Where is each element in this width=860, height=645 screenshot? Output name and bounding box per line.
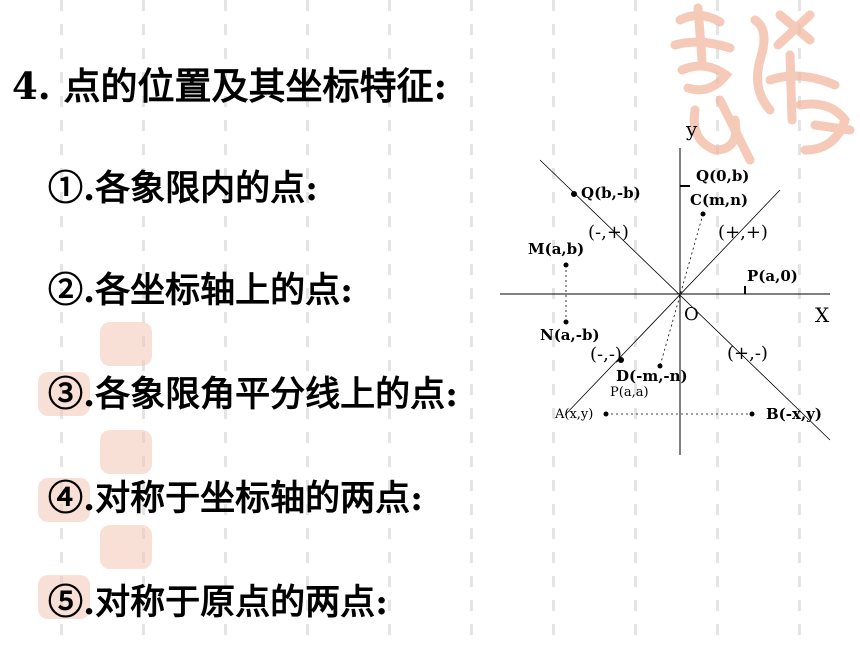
x-axis-label: X	[815, 303, 830, 327]
list-item: ②.各坐标轴上的点:	[48, 270, 354, 311]
label-b: B(-x,y)	[766, 405, 822, 423]
point-n	[563, 319, 569, 325]
list-item: ⑤.对称于原点的两点:	[48, 582, 389, 623]
point-m	[563, 262, 569, 268]
quadrant-3-label: (-,-)	[590, 344, 622, 365]
decorative-seal-mark	[38, 575, 90, 619]
list-item: ④.对称于坐标轴的两点:	[48, 478, 424, 519]
label-p0: P(a,0)	[747, 267, 798, 285]
decorative-seal-mark	[100, 322, 152, 366]
list-item: ①.各象限内的点:	[48, 168, 319, 209]
decorative-seal-mark	[38, 372, 90, 416]
bisector-line-2-4	[539, 159, 831, 441]
bisector-line-1-3	[564, 189, 781, 416]
point-q	[571, 191, 577, 197]
page-title: 4. 点的位置及其坐标特征:	[12, 64, 448, 108]
point-a	[603, 411, 609, 417]
quadrant-2-label: (-,+)	[588, 222, 629, 243]
list-item: ③.各象限角平分线上的点:	[48, 374, 459, 415]
y-axis-label: y	[685, 117, 698, 141]
decorative-seal-mark	[100, 525, 152, 569]
label-q0: Q(0,b)	[696, 167, 749, 185]
decorative-seal-mark	[38, 478, 90, 522]
point-c	[700, 211, 706, 217]
origin-label: O	[684, 304, 699, 325]
point-d	[657, 363, 663, 369]
label-paa: P(a,a)	[610, 385, 649, 400]
quadrant-1-label: (+,+)	[718, 222, 768, 243]
quadrant-4-label: (+,-)	[727, 343, 768, 364]
decorative-seal-icon	[670, 3, 855, 165]
label-c: C(m,n)	[690, 191, 748, 209]
decorative-seal-mark	[100, 430, 152, 474]
label-d: D(-m,-n)	[616, 367, 688, 385]
label-n: N(a,-b)	[540, 326, 600, 344]
line-c-d	[659, 213, 704, 367]
point-b	[749, 411, 755, 417]
label-m: M(a,b)	[528, 240, 584, 258]
point-paa	[618, 357, 624, 363]
label-q: Q(b,-b)	[581, 184, 641, 202]
label-a: A(x,y)	[554, 407, 593, 422]
